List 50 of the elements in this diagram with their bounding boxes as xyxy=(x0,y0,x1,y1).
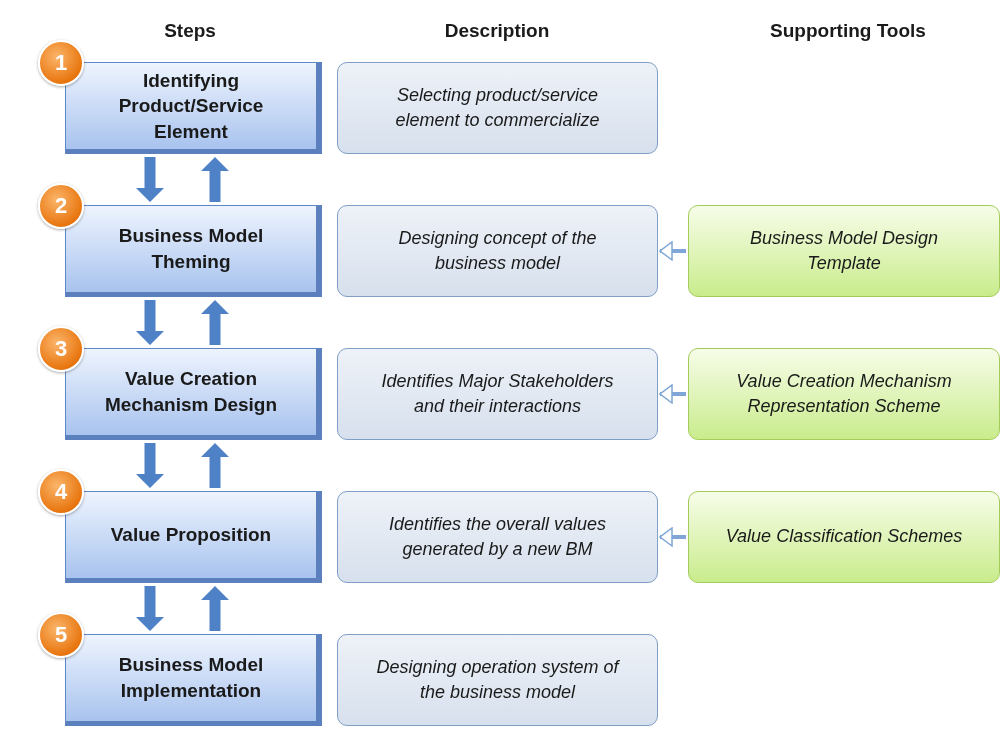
arrow xyxy=(659,241,686,261)
step-number-circle xyxy=(38,40,84,86)
description-box xyxy=(337,205,658,297)
tool-name: Business Model Design Template xyxy=(748,226,940,275)
step-number: 4 xyxy=(54,479,68,505)
tool-box xyxy=(688,348,1000,440)
step-title: Business Model Implementation xyxy=(117,653,265,703)
tool-name: Value Classification Schemes xyxy=(724,525,964,549)
block-arrow xyxy=(201,443,229,488)
step-number: 2 xyxy=(54,193,68,219)
description-box xyxy=(337,348,658,440)
tool-name: Value Creation Mechanism Representation Scheme xyxy=(735,369,953,418)
step-box xyxy=(65,205,322,297)
step-title: Identifying Product/Service Element xyxy=(117,68,265,144)
step-number-circle xyxy=(38,326,84,372)
step-box xyxy=(65,348,322,440)
step-title: Business Model Theming xyxy=(117,224,265,274)
description-text: Identifies Major Stakeholders and their interactions xyxy=(380,369,615,418)
step-title: Value Proposition xyxy=(109,523,273,548)
block-arrow xyxy=(136,443,164,488)
block-arrow xyxy=(201,586,229,631)
block-arrow xyxy=(136,586,164,631)
step-number: 3 xyxy=(54,336,68,362)
step-number-circle xyxy=(38,612,84,658)
block-arrow xyxy=(201,300,229,345)
description-box xyxy=(337,62,658,154)
column-header: Supporting Tools xyxy=(770,20,926,42)
step-title: Value Creation Mechanism Design xyxy=(103,367,279,417)
block-arrow xyxy=(136,157,164,202)
column-header: Description xyxy=(444,20,550,42)
description-box xyxy=(337,491,658,583)
block-arrow xyxy=(136,300,164,345)
description-text: Selecting product/service element to commercialize xyxy=(394,83,601,132)
description-box xyxy=(337,634,658,726)
arrow xyxy=(659,527,686,547)
tool-box xyxy=(688,491,1000,583)
description-text: Designing concept of the business model xyxy=(397,226,598,275)
step-number: 1 xyxy=(54,50,68,76)
description-text: Identifies the overall values generated by a new BM xyxy=(387,512,608,561)
tool-box xyxy=(688,205,1000,297)
description-text: Designing operation system of the business model xyxy=(375,655,621,704)
arrow xyxy=(659,384,686,404)
step-box xyxy=(65,491,322,583)
block-arrow xyxy=(201,157,229,202)
step-number-circle xyxy=(38,469,84,515)
step-box xyxy=(65,634,322,726)
step-number: 5 xyxy=(54,622,68,648)
step-box xyxy=(65,62,322,154)
column-header: Steps xyxy=(164,20,216,42)
step-number-circle xyxy=(38,183,84,229)
